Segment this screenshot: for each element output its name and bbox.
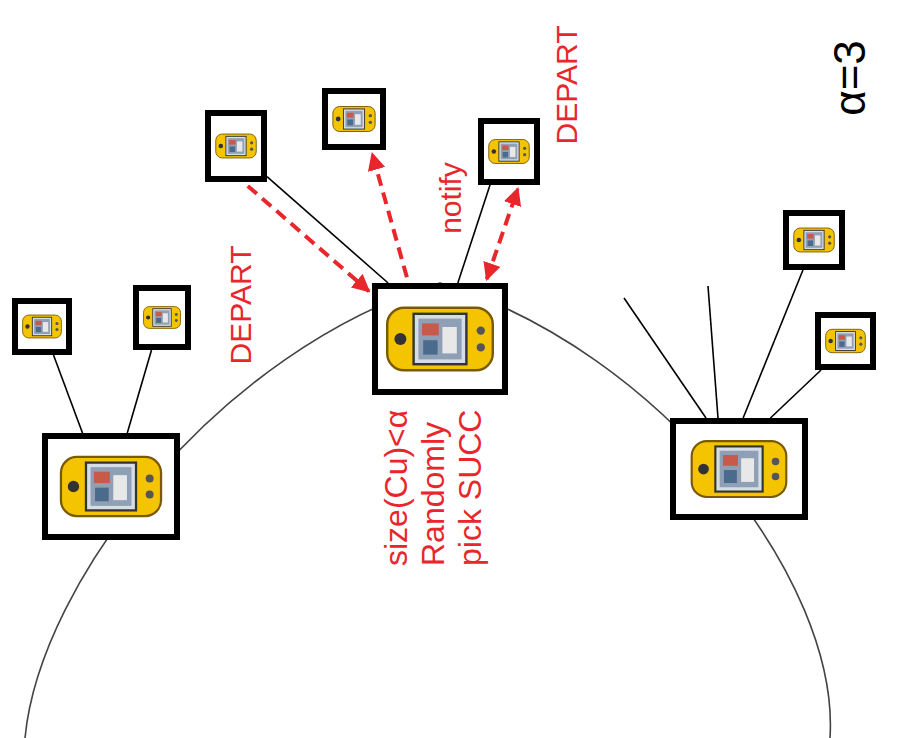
device-box: [133, 285, 191, 350]
device-icon: [678, 426, 800, 512]
device-icon: [330, 96, 378, 142]
device-box: [12, 298, 72, 355]
device-box: [478, 118, 540, 185]
link-line: [53, 355, 82, 433]
device-box: [815, 312, 876, 370]
device-icon: [50, 441, 172, 532]
device-box: [670, 418, 808, 520]
device-box: [783, 210, 845, 270]
dangling-link: [708, 286, 718, 418]
ring-arc: [25, 283, 830, 738]
device-box: [205, 110, 267, 182]
message-arrow: [248, 186, 369, 291]
condition-note: size(Cu)<α Randomly pick SUCC: [378, 398, 488, 566]
dangling-link: [624, 298, 706, 418]
device-box: [42, 433, 180, 540]
parameter-label: α=3: [826, 40, 874, 116]
device-icon: [791, 218, 837, 262]
edge-label: notify: [434, 162, 467, 234]
message-arrow: [487, 189, 518, 279]
link-line: [267, 177, 388, 283]
link-line: [127, 350, 151, 433]
device-box: [322, 88, 386, 150]
device-icon: [213, 118, 259, 174]
device-box: size(Cu)<α Randomly pick SUCC: [372, 283, 508, 395]
edge-label: DEPART: [550, 26, 583, 145]
link-line: [770, 370, 821, 418]
device-icon: [380, 291, 500, 387]
device-icon: [486, 126, 532, 177]
message-arrow: [372, 154, 407, 277]
edge-label: DEPART: [224, 246, 257, 365]
device-icon: [141, 293, 183, 342]
device-icon: [20, 306, 64, 347]
device-icon: [823, 320, 868, 362]
